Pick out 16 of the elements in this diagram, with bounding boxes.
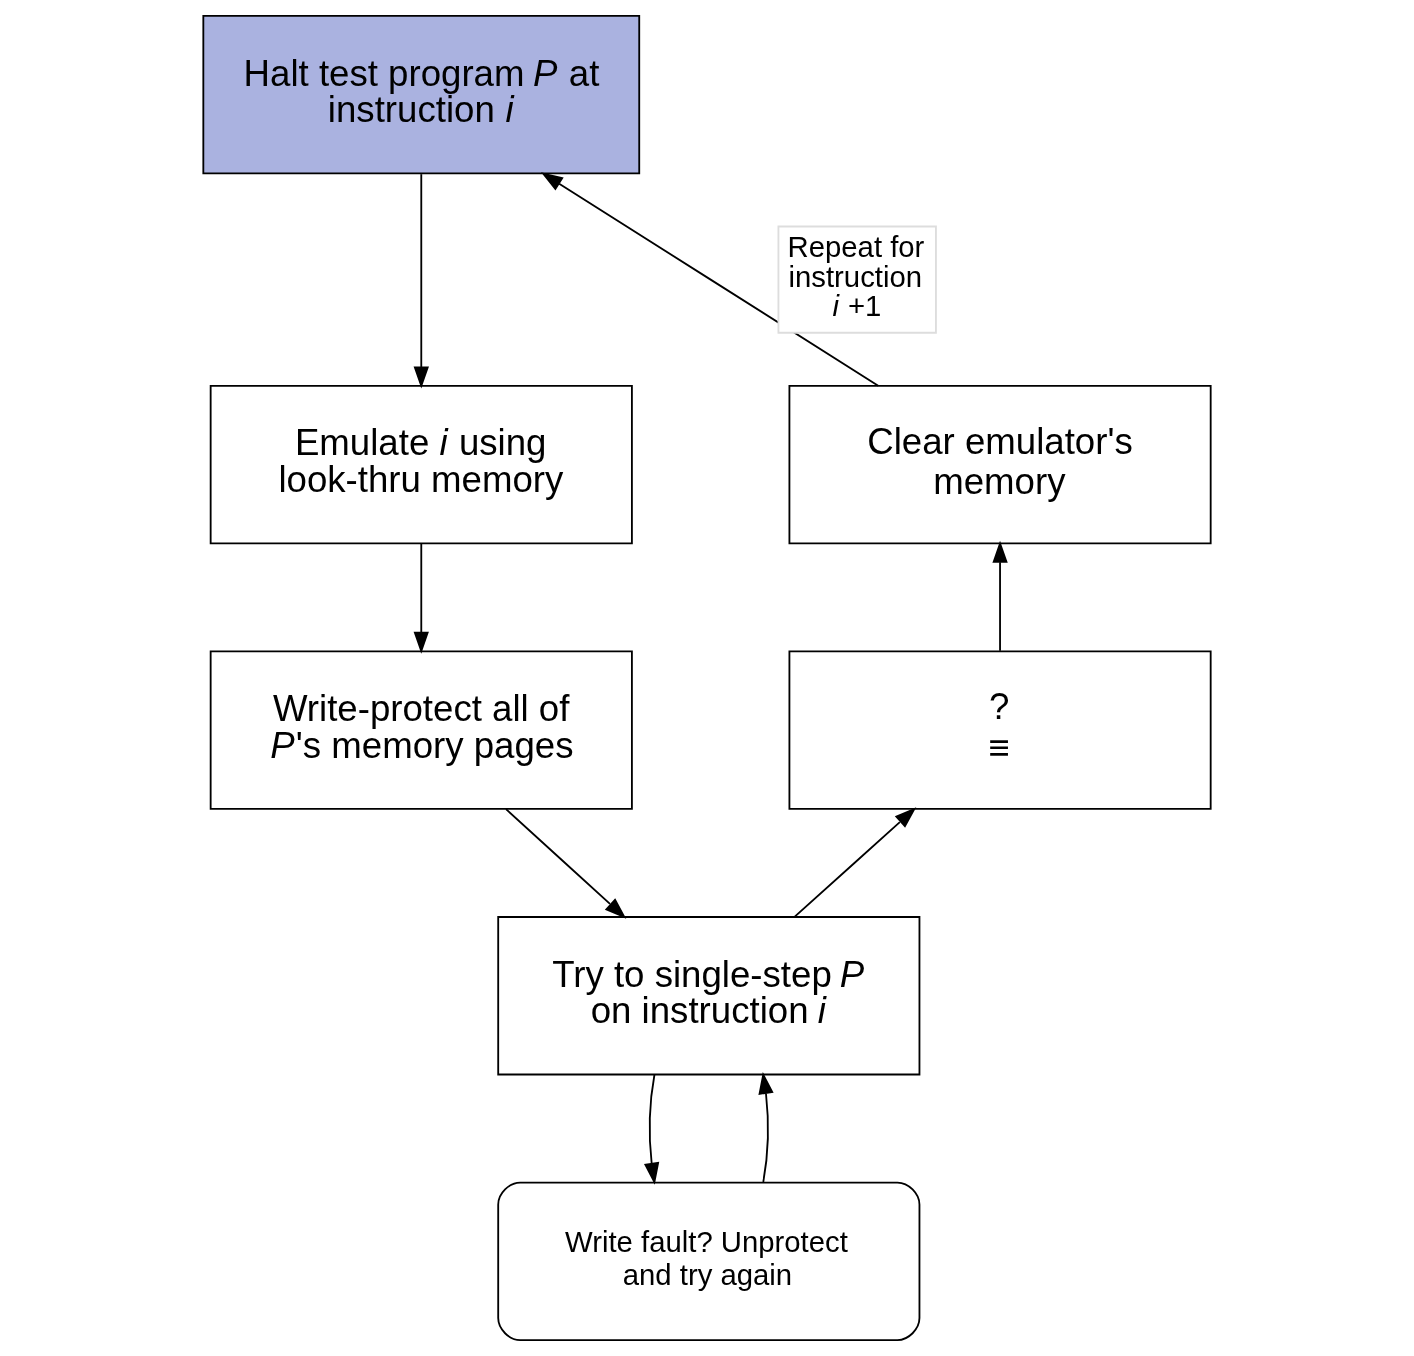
- arrow: [644, 1073, 660, 1185]
- arrow: [793, 807, 917, 918]
- node-box: Emulate i using look-thru memory: [209, 384, 633, 545]
- arrow: [505, 808, 627, 919]
- node-box: Clear emulator's memory: [788, 384, 1212, 545]
- node-box: Halt test program P at instruction i: [202, 15, 641, 175]
- node-box: Write fault? Unprotect and try again: [497, 1181, 921, 1341]
- arrow: [413, 542, 429, 654]
- arrow: [758, 1072, 774, 1183]
- node-box: Try to single-step P on instruction i: [497, 916, 921, 1076]
- node-box: Write-protect all of P's memory pages: [209, 650, 633, 810]
- edge-label: Repeat for instruction i +1: [787, 230, 925, 322]
- arrow: [992, 540, 1008, 652]
- arrow: [413, 173, 429, 389]
- arrow: [540, 172, 880, 387]
- node-box: ? ≡: [788, 650, 1212, 810]
